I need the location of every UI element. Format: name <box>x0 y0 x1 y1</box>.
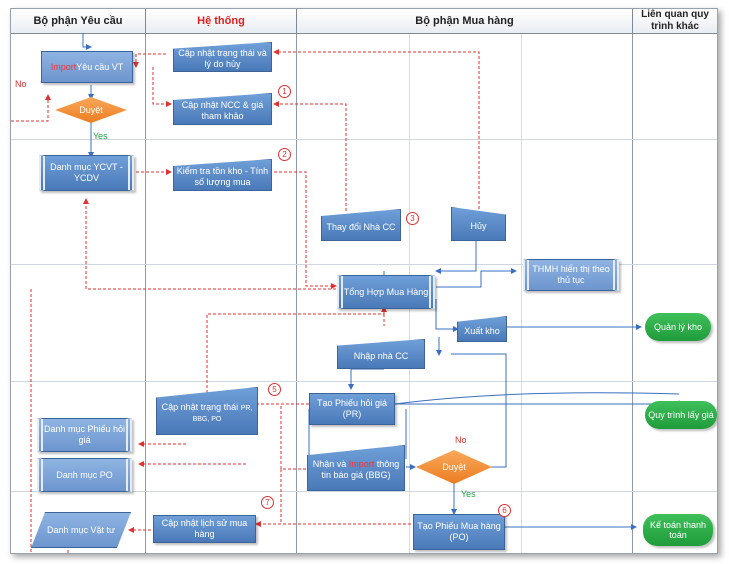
lane-system <box>146 34 297 553</box>
cancel-node: Hủy <box>451 207 506 241</box>
lane-purchasing-col2 <box>410 34 522 553</box>
lane-header-requester: Bộ phận Yêu cầu <box>11 9 146 34</box>
row-divider <box>11 381 717 382</box>
create-po-label: Tạo Phiếu Mua hàng (PO) <box>417 521 501 542</box>
update-status-pr-text: Cập nhật trạng thái <box>161 401 239 412</box>
catalog-material-node: Danh mục Vật tư <box>31 512 131 548</box>
catalog-pr-node: Danh mục Phiếu hỏi giá <box>37 418 132 452</box>
thmh-show-node: THMH hiển thị theo thủ tục <box>523 259 619 291</box>
receive-import-after: thông tin báo giá (BBG) <box>321 459 400 480</box>
catalog-pr-label: Danh mục Phiếu hỏi giá <box>43 424 126 445</box>
catalog-ycvt-node: Danh mục YCVT - YCDV <box>39 155 134 191</box>
receive-import-text: Nhận và Import thông tin báo giá (BBG) <box>308 459 404 481</box>
yes-label-1: Yes <box>93 131 108 141</box>
cancel-label: Hủy <box>470 220 487 231</box>
row-divider <box>11 139 717 140</box>
receive-import-keyword: Import <box>348 459 375 469</box>
update-status-pr-small1: PR, <box>240 404 253 412</box>
lane-requester <box>11 34 146 553</box>
price-process-label: Quy trình lấy giá <box>648 410 714 420</box>
update-status-pr-small2: BBG, PO <box>192 415 222 423</box>
summary-node: Tổng Hợp Mua Hàng <box>337 275 435 309</box>
change-supplier-label: Thay đổi Nhà CC <box>326 221 396 232</box>
approve-decision-2: Duyệt <box>416 450 492 484</box>
lane-header-related: Liên quan quy trình khác <box>633 9 717 34</box>
accounting-label: Kế toán thanh toán <box>649 520 707 540</box>
check-stock-label: Kiểm tra tồn kho - Tính số lượng mua <box>176 166 269 187</box>
approve-decision-1: Duyệt <box>55 97 127 123</box>
import-request-text: Yêu cầu VT <box>76 61 124 72</box>
import-keyword: Import <box>50 61 77 72</box>
import-request-node: Import Yêu cầu VT <box>41 51 133 83</box>
accounting-node: Kế toán thanh toán <box>643 514 713 546</box>
step-marker-3: 3 <box>406 212 419 225</box>
create-po-node: Tạo Phiếu Mua hàng (PO) <box>413 514 505 550</box>
price-process-node: Quy trình lấy giá <box>645 401 717 429</box>
catalog-po-node: Danh mục PO <box>37 458 132 492</box>
catalog-po-label: Danh mục PO <box>56 469 113 480</box>
create-pr-label: Tạo Phiếu hỏi giá (PR) <box>316 398 388 419</box>
approve-label-2: Duyệt <box>442 462 466 472</box>
catalog-material-label: Danh mục Vật tư <box>46 524 116 535</box>
thmh-show-label: THMH hiển thị theo thủ tục <box>532 264 610 285</box>
export-stock-label: Xuất kho <box>464 325 500 336</box>
update-history-node: Cập nhật lịch sử mua hàng <box>153 515 256 543</box>
row-divider <box>11 491 717 492</box>
update-supplier-price-label: Cập nhật NCC & giá tham khảo <box>181 100 264 121</box>
update-status-reason-label: Cập nhật trạng thái và lý do hủy <box>178 48 267 69</box>
step-marker-1: 1 <box>278 85 291 98</box>
step-marker-2: 2 <box>278 148 291 161</box>
update-status-pr-main: Cập nhật trạng thái PR, <box>162 402 253 414</box>
enter-supplier-label: Nhập nhà CC <box>353 350 409 361</box>
step-marker-6: 6 <box>498 504 511 517</box>
no-label-2: No <box>455 435 467 445</box>
receive-import-before: Nhận và <box>312 459 349 469</box>
row-divider <box>11 264 717 265</box>
warehouse-label: Quản lý kho <box>653 322 703 332</box>
flowchart: Bộ phận Yêu cầu Hệ thống Bộ phận Mua hàn… <box>10 8 718 554</box>
lane-header-system: Hệ thống <box>146 9 297 34</box>
step-marker-7: 7 <box>261 496 274 509</box>
create-pr-node: Tạo Phiếu hỏi giá (PR) <box>309 393 395 425</box>
lane-purchasing-col3 <box>522 34 633 553</box>
no-label-1: No <box>15 79 27 89</box>
summary-label: Tổng Hợp Mua Hàng <box>343 286 429 297</box>
lane-header-purchasing: Bộ phận Mua hàng <box>297 9 633 34</box>
warehouse-node: Quản lý kho <box>645 313 711 341</box>
change-supplier-node: Thay đổi Nhà CC <box>321 209 401 241</box>
yes-label-2: Yes <box>461 489 476 499</box>
catalog-ycvt-label: Danh mục YCVT - YCDV <box>50 162 123 183</box>
update-history-label: Cập nhật lịch sử mua hàng <box>161 518 248 539</box>
step-marker-5: 5 <box>268 383 281 396</box>
approve-label-1: Duyệt <box>79 105 103 115</box>
